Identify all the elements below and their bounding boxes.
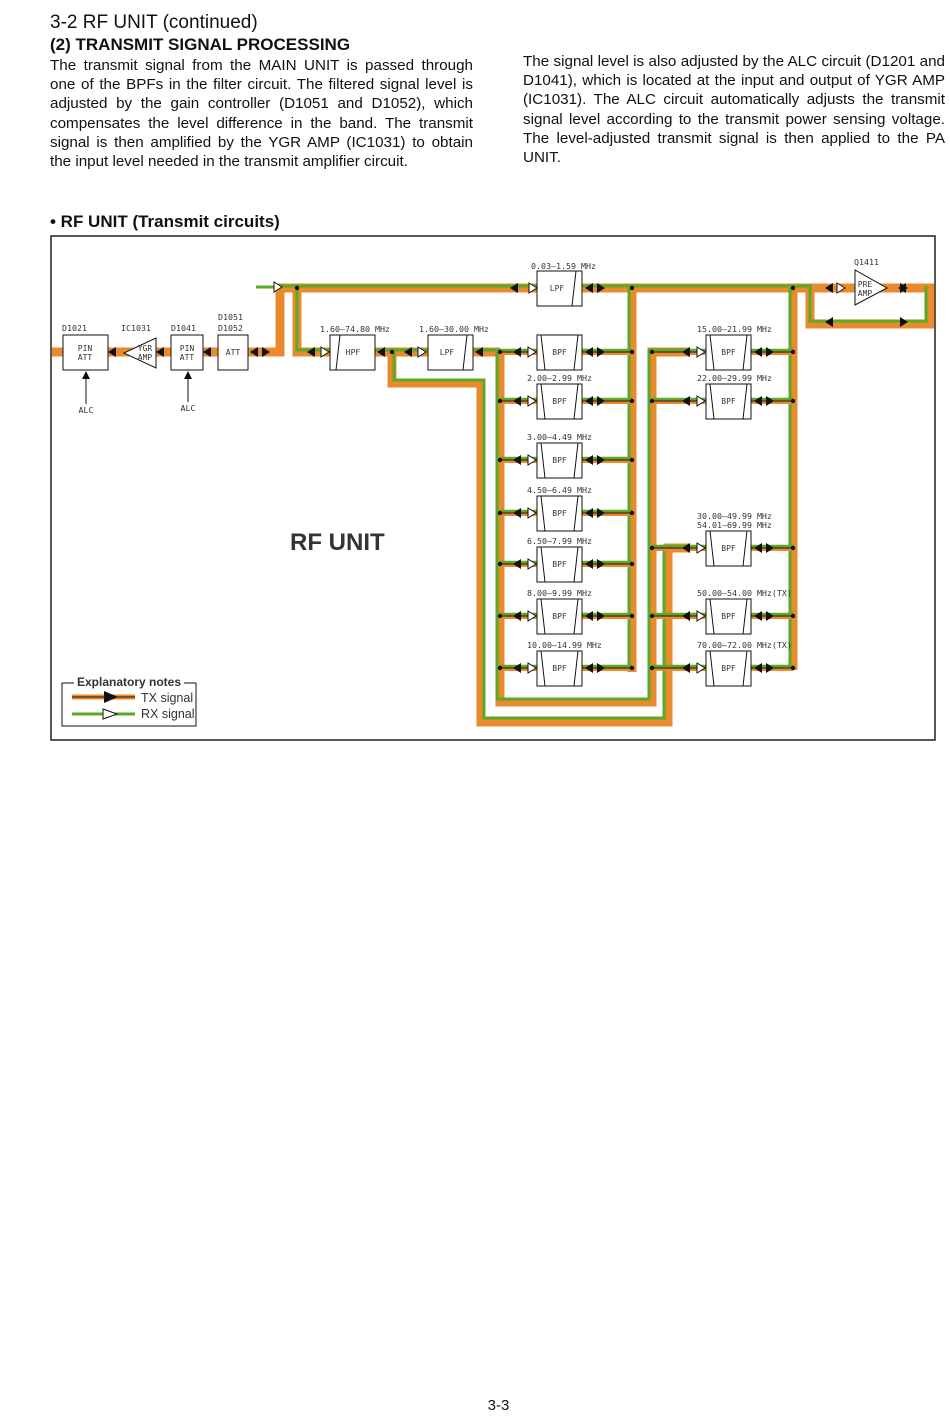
right-bpf-label-1: BPF — [721, 397, 736, 406]
left-bpf-freq-1: 2.00–2.99 MHz — [527, 373, 592, 383]
left-bpf-2: BPF 3.00–4.49 MHz — [497, 432, 635, 479]
left-bpf-label-0: BPF — [552, 348, 567, 357]
legend-rx-arrow — [102, 708, 119, 720]
left-bpf-label-2: BPF — [552, 456, 567, 465]
right-bpf-3: BPF 50.00–54.00 MHz(TX) — [649, 588, 796, 635]
ic1031-ygr-amp: IC1031 YGR AMP — [121, 323, 157, 369]
alc-label-right: ALC — [181, 403, 196, 413]
section-title: 3-2 RF UNIT (continued) — [50, 12, 258, 33]
page-number: 3-3 — [487, 1397, 510, 1414]
att-ref2: D1052 — [218, 323, 243, 333]
right-bpf-1: BPF 22.00–29.99 MHz — [649, 373, 796, 420]
right-bpf-freq-3: 50.00–54.00 MHz(TX) — [697, 588, 792, 598]
left-bpf-label-4: BPF — [552, 560, 567, 569]
att-label: ATT — [226, 348, 241, 357]
d1021-line2: ATT — [78, 353, 93, 362]
left-bpf-4: BPF 6.50–7.99 MHz — [497, 536, 635, 583]
d1041-ref: D1041 — [171, 323, 196, 333]
ic1031-ref: IC1031 — [121, 323, 151, 333]
left-bpf-6: BPF 10.00–14.99 MHz — [497, 640, 635, 687]
diagram-frame — [50, 235, 936, 741]
ic1031-line2: AMP — [138, 353, 153, 362]
left-bpf-3: BPF 4.50–6.49 MHz — [497, 485, 635, 532]
right-bpf-freq-0: 15.00–21.99 MHz — [697, 324, 772, 334]
hpf-freq: 1.60–74.80 MHz — [320, 324, 390, 334]
right-bpf-freq-1: 22.00–29.99 MHz — [697, 373, 772, 383]
left-bpf-label-3: BPF — [552, 509, 567, 518]
pre-amp-line2: AMP — [858, 289, 873, 298]
right-bpf-freq-4: 70.00–72.00 MHz(TX) — [697, 640, 792, 650]
legend: Explanatory notes TX signal RX signal — [61, 675, 197, 727]
right-bpf-label-0: BPF — [721, 348, 736, 357]
legend-tx-label: TX signal — [141, 691, 193, 705]
left-bpf-5: BPF 8.00–9.99 MHz — [497, 588, 635, 635]
right-bpf-0: BPF 15.00–21.99 MHz — [649, 324, 796, 371]
left-paragraph: The transmit signal from the MAIN UNIT i… — [50, 57, 473, 171]
att-ref1: D1051 — [218, 312, 243, 322]
rf-unit-label: RF UNIT — [290, 529, 385, 556]
left-bpf-label-6: BPF — [552, 664, 567, 673]
lpf-top-freq: 0.03–1.59 MHz — [531, 261, 596, 271]
pre-amp-block: Q1411 PRE AMP — [854, 257, 889, 306]
pre-amp-ref: Q1411 — [854, 257, 879, 267]
d1021-ref: D1021 — [62, 323, 87, 333]
d1021-pin-att: D1021 PIN ATT ALC — [62, 323, 109, 415]
lpf-top-block: 0.03–1.59 MHz LPF — [531, 261, 596, 307]
d1041-line1: PIN — [180, 344, 195, 353]
left-bpf-0: BPF — [497, 334, 635, 371]
right-bpf-freq-2: 30.00–49.99 MHz — [697, 511, 772, 521]
legend-title: Explanatory notes — [77, 675, 181, 689]
left-bpf-freq-5: 8.00–9.99 MHz — [527, 588, 592, 598]
hpf-block: 1.60–74.80 MHz HPF — [320, 324, 390, 371]
right-bpf-label-3: BPF — [721, 612, 736, 621]
right-bpf-label-4: BPF — [721, 664, 736, 673]
pre-amp-line1: PRE — [858, 280, 873, 289]
left-bpf-label-1: BPF — [552, 397, 567, 406]
d1041-pin-att: D1041 PIN ATT ALC — [170, 323, 204, 413]
right-bpf-label-2: BPF — [721, 544, 736, 553]
left-bpf-freq-2: 3.00–4.49 MHz — [527, 432, 592, 442]
att-block: D1051 D1052 ATT — [217, 312, 249, 371]
left-bpf-label-5: BPF — [552, 612, 567, 621]
left-bpf-1: BPF 2.00–2.99 MHz — [497, 373, 635, 420]
signal-bands — [52, 283, 935, 727]
lpf-top-label: LPF — [550, 284, 565, 293]
right-paragraph: The signal level is also adjusted by the… — [523, 53, 945, 167]
right-bpf-4: BPF 70.00–72.00 MHz(TX) — [649, 640, 796, 687]
ic1031-line1: YGR — [138, 344, 153, 353]
path-arrows — [294, 282, 908, 358]
left-bpf-freq-3: 4.50–6.49 MHz — [527, 485, 592, 495]
d1021-line1: PIN — [78, 344, 93, 353]
lpf-main-label: LPF — [440, 348, 455, 357]
figure-title: • RF UNIT (Transmit circuits) — [50, 212, 280, 231]
d1041-line2: ATT — [180, 353, 195, 362]
subsection-title: (2) TRANSMIT SIGNAL PROCESSING — [50, 35, 351, 54]
left-bpf-freq-4: 6.50–7.99 MHz — [527, 536, 592, 546]
alc-label-left: ALC — [79, 405, 94, 415]
legend-rx-label: RX signal — [141, 707, 195, 721]
left-bpf-freq-6: 10.00–14.99 MHz — [527, 640, 602, 650]
lpf-main-freq: 1.60–30.00 MHz — [419, 324, 489, 334]
lpf-main-block: 1.60–30.00 MHz LPF — [419, 324, 489, 371]
legend-tx-arrow — [104, 691, 118, 703]
hpf-label: HPF — [346, 348, 361, 357]
right-bpf-freq2-2: 54.01–69.99 MHz — [697, 520, 772, 530]
left-chain-arrows — [108, 281, 283, 357]
